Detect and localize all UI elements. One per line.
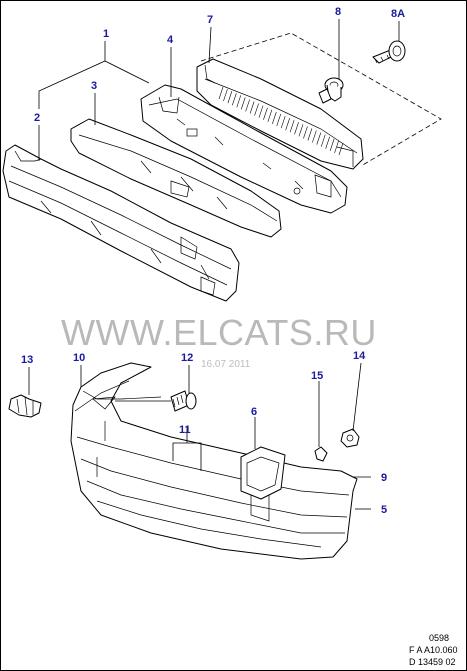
watermark-date-text: 16.07 2011 <box>201 359 251 370</box>
absorber-hatch-line <box>223 88 228 102</box>
absorber-hatch-line <box>232 93 237 106</box>
absorber-hatch-line <box>258 105 264 118</box>
callout-9: 9 <box>381 472 387 484</box>
callout-12: 12 <box>181 352 193 364</box>
part-7-absorber <box>196 58 364 170</box>
drawing-code-1: 0598 <box>429 633 449 643</box>
callout-8a: 8A <box>391 8 405 20</box>
part-5-bumper-cover <box>70 362 358 560</box>
callout-8: 8 <box>335 6 341 18</box>
absorber-hatch-line <box>249 101 255 114</box>
part-8a-screw <box>372 40 406 64</box>
callout-11: 11 <box>179 424 191 436</box>
drawing-code-3: D 13459 02 <box>409 657 456 667</box>
part-13-clip <box>8 394 42 418</box>
callout-2: 2 <box>34 112 40 124</box>
callout-3: 3 <box>91 80 97 92</box>
callout-13: 13 <box>21 354 33 366</box>
absorber-hatch-line <box>218 86 224 100</box>
part-3-inner-beam <box>70 118 282 238</box>
part-10-mount-guide <box>82 390 162 410</box>
absorber-hatch-line <box>320 134 326 147</box>
absorber-hatch-line <box>294 122 299 135</box>
absorber-hatch <box>218 86 344 156</box>
absorber-hatch-line <box>272 111 277 124</box>
absorber-hatch-line <box>316 132 322 145</box>
absorber-hatch-line <box>334 140 339 154</box>
dashed-group-frame <box>200 32 442 167</box>
absorber-hatch-line <box>325 136 330 149</box>
part-2-reinforcement <box>2 144 240 302</box>
absorber-hatch-line <box>236 95 242 108</box>
part-8-clip <box>318 77 344 104</box>
absorber-hatch-line <box>276 113 282 127</box>
absorber-hatch-line <box>312 130 317 143</box>
callout-7: 7 <box>207 14 213 26</box>
absorber-hatch-line <box>280 115 286 129</box>
absorber-hatch-line <box>263 107 268 120</box>
absorber-hatch-line <box>298 124 304 137</box>
callout-1: 1 <box>103 28 109 40</box>
absorber-hatch-line <box>240 97 246 110</box>
callout-5: 5 <box>381 504 387 516</box>
callout-14: 14 <box>353 350 366 362</box>
callout-10: 10 <box>73 352 85 364</box>
callout-15: 15 <box>311 370 323 382</box>
absorber-hatch-line <box>303 126 308 139</box>
leader-lines-upper <box>38 19 400 161</box>
part-6-plate <box>240 446 286 500</box>
drawing-code-2: F A A10.060 <box>409 645 458 655</box>
callout-4: 4 <box>167 34 174 46</box>
absorber-hatch-line <box>227 91 233 104</box>
absorber-hatch-line <box>285 118 290 131</box>
absorber-hatch-line <box>307 128 313 141</box>
part-15-small-clip <box>314 446 328 462</box>
absorber-hatch-line <box>254 103 259 116</box>
part-14-nut <box>340 428 360 448</box>
part-4-support <box>140 84 348 214</box>
watermark-site-text: WWW.ELCATS.RU <box>61 312 377 353</box>
part-12-bolt <box>170 390 197 412</box>
absorber-hatch-line <box>329 138 335 151</box>
leader-lines-lower <box>28 362 371 510</box>
absorber-hatch-line <box>267 109 273 122</box>
absorber-hatch-line <box>338 142 344 156</box>
callout-6: 6 <box>251 406 257 418</box>
absorber-hatch-line <box>289 120 295 133</box>
absorber-hatch-line <box>245 99 250 112</box>
